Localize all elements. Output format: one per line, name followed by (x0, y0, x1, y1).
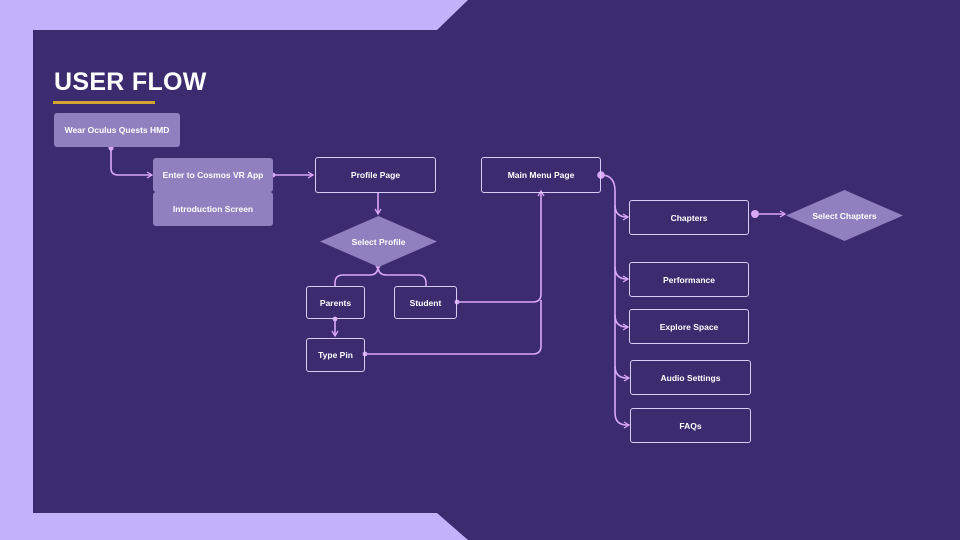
node-faqs: FAQs (630, 408, 751, 443)
node-enter-app: Enter to Cosmos VR App (153, 158, 273, 192)
node-intro-screen: Introduction Screen (153, 192, 273, 226)
node-student: Student (394, 286, 457, 319)
node-chapters: Chapters (629, 200, 749, 235)
node-audio-settings: Audio Settings (630, 360, 751, 395)
node-parents: Parents (306, 286, 365, 319)
node-main-menu: Main Menu Page (481, 157, 601, 193)
node-performance: Performance (629, 262, 749, 297)
title-underline (53, 101, 155, 104)
page-title: USER FLOW (54, 68, 207, 96)
node-explore-space: Explore Space (629, 309, 749, 344)
node-profile-page: Profile Page (315, 157, 436, 193)
node-wear-hmd: Wear Oculus Quests HMD (54, 113, 180, 147)
node-type-pin: Type Pin (306, 338, 365, 372)
